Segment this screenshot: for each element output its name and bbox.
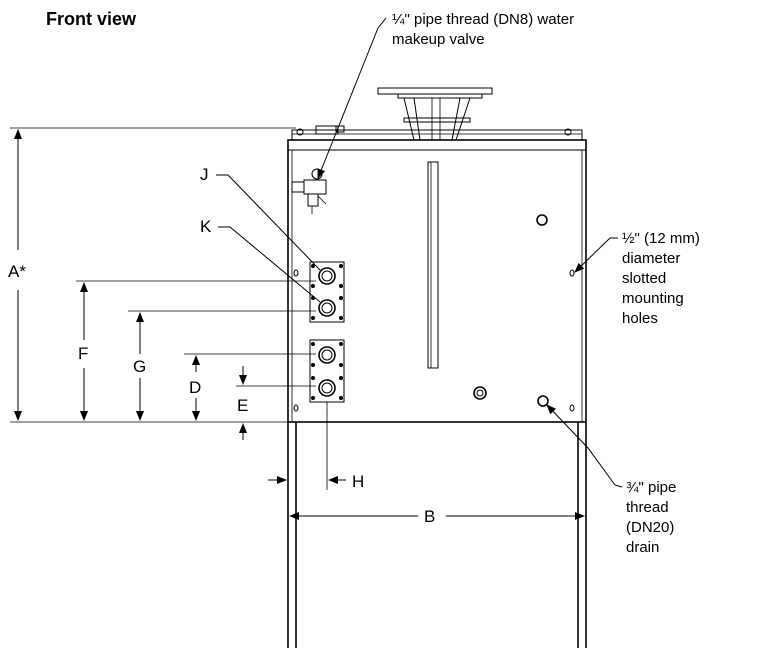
bolt-dot — [311, 264, 315, 268]
lower-port-plate — [309, 339, 345, 403]
bolt-dot — [339, 396, 343, 400]
upper-right-fitting — [536, 214, 548, 226]
svg-text:D: D — [189, 378, 201, 397]
label-j: J — [200, 165, 321, 271]
mounting-hole-right-lower — [569, 404, 575, 412]
svg-text:¾" pipe: ¾" pipe — [626, 479, 676, 496]
svg-text:diameter: diameter — [622, 250, 680, 267]
svg-text:H: H — [352, 472, 364, 491]
dimension-a: A* — [8, 129, 26, 421]
svg-text:thread: thread — [626, 499, 669, 516]
plate-bolts — [311, 264, 343, 400]
bolt-dot — [311, 376, 315, 380]
stand-legs — [287, 422, 587, 648]
mounting-holes-callout: ½" (12 mm) diameter slotted mounting hol… — [574, 230, 700, 327]
svg-text:B: B — [424, 507, 435, 526]
bolt-dot — [339, 363, 343, 367]
bolt-dot — [339, 296, 343, 300]
makeup-valve-callout: ¼" pipe thread (DN8) water makeup valve — [317, 11, 574, 179]
bolt-dot — [339, 316, 343, 320]
mounting-hole-left-lower — [293, 404, 299, 412]
svg-text:K: K — [200, 217, 212, 236]
svg-text:mounting: mounting — [622, 290, 684, 307]
lower-center-fitting — [473, 386, 487, 400]
dimension-d: D — [189, 355, 201, 421]
dimension-f: F — [78, 282, 88, 421]
svg-text:G: G — [133, 357, 146, 376]
dimension-g: G — [133, 312, 146, 421]
dimension-h: H — [268, 472, 364, 491]
svg-text:½" (12 mm): ½" (12 mm) — [622, 230, 700, 247]
bolt-dot — [311, 396, 315, 400]
svg-text:holes: holes — [622, 310, 658, 327]
bolt-dot — [311, 316, 315, 320]
view-title: Front view — [46, 9, 137, 29]
svg-text:slotted: slotted — [622, 270, 666, 287]
bolt-dot — [311, 342, 315, 346]
svg-text:(DN20): (DN20) — [626, 519, 674, 536]
bolt-dot — [339, 376, 343, 380]
extension-lines — [10, 127, 328, 490]
upper-port-plate — [309, 261, 345, 323]
svg-text:F: F — [78, 344, 88, 363]
mounting-hole-left-upper — [293, 269, 299, 277]
bolt-dot — [339, 342, 343, 346]
svg-text:J: J — [200, 165, 209, 184]
makeup-valve-icon — [291, 168, 327, 214]
mounting-hole-right-upper — [569, 269, 575, 277]
drain-callout: ¾" pipe thread (DN20) drain — [546, 404, 676, 556]
svg-text:A*: A* — [8, 262, 26, 281]
top-vent-funnel — [377, 87, 493, 141]
svg-text:¼" pipe thread (DN8) water: ¼" pipe thread (DN8) water — [392, 11, 574, 28]
bolt-dot — [339, 264, 343, 268]
svg-text:E: E — [237, 396, 248, 415]
label-k: K — [200, 217, 321, 303]
svg-text:drain: drain — [626, 539, 659, 556]
bolt-dot — [311, 363, 315, 367]
dimension-b: B — [289, 507, 585, 526]
bolt-dot — [311, 284, 315, 288]
tank-body — [287, 125, 587, 423]
drain-fitting — [537, 395, 549, 407]
bolt-dot — [339, 284, 343, 288]
dimension-e: E — [237, 366, 248, 440]
svg-text:makeup valve: makeup valve — [392, 31, 485, 48]
